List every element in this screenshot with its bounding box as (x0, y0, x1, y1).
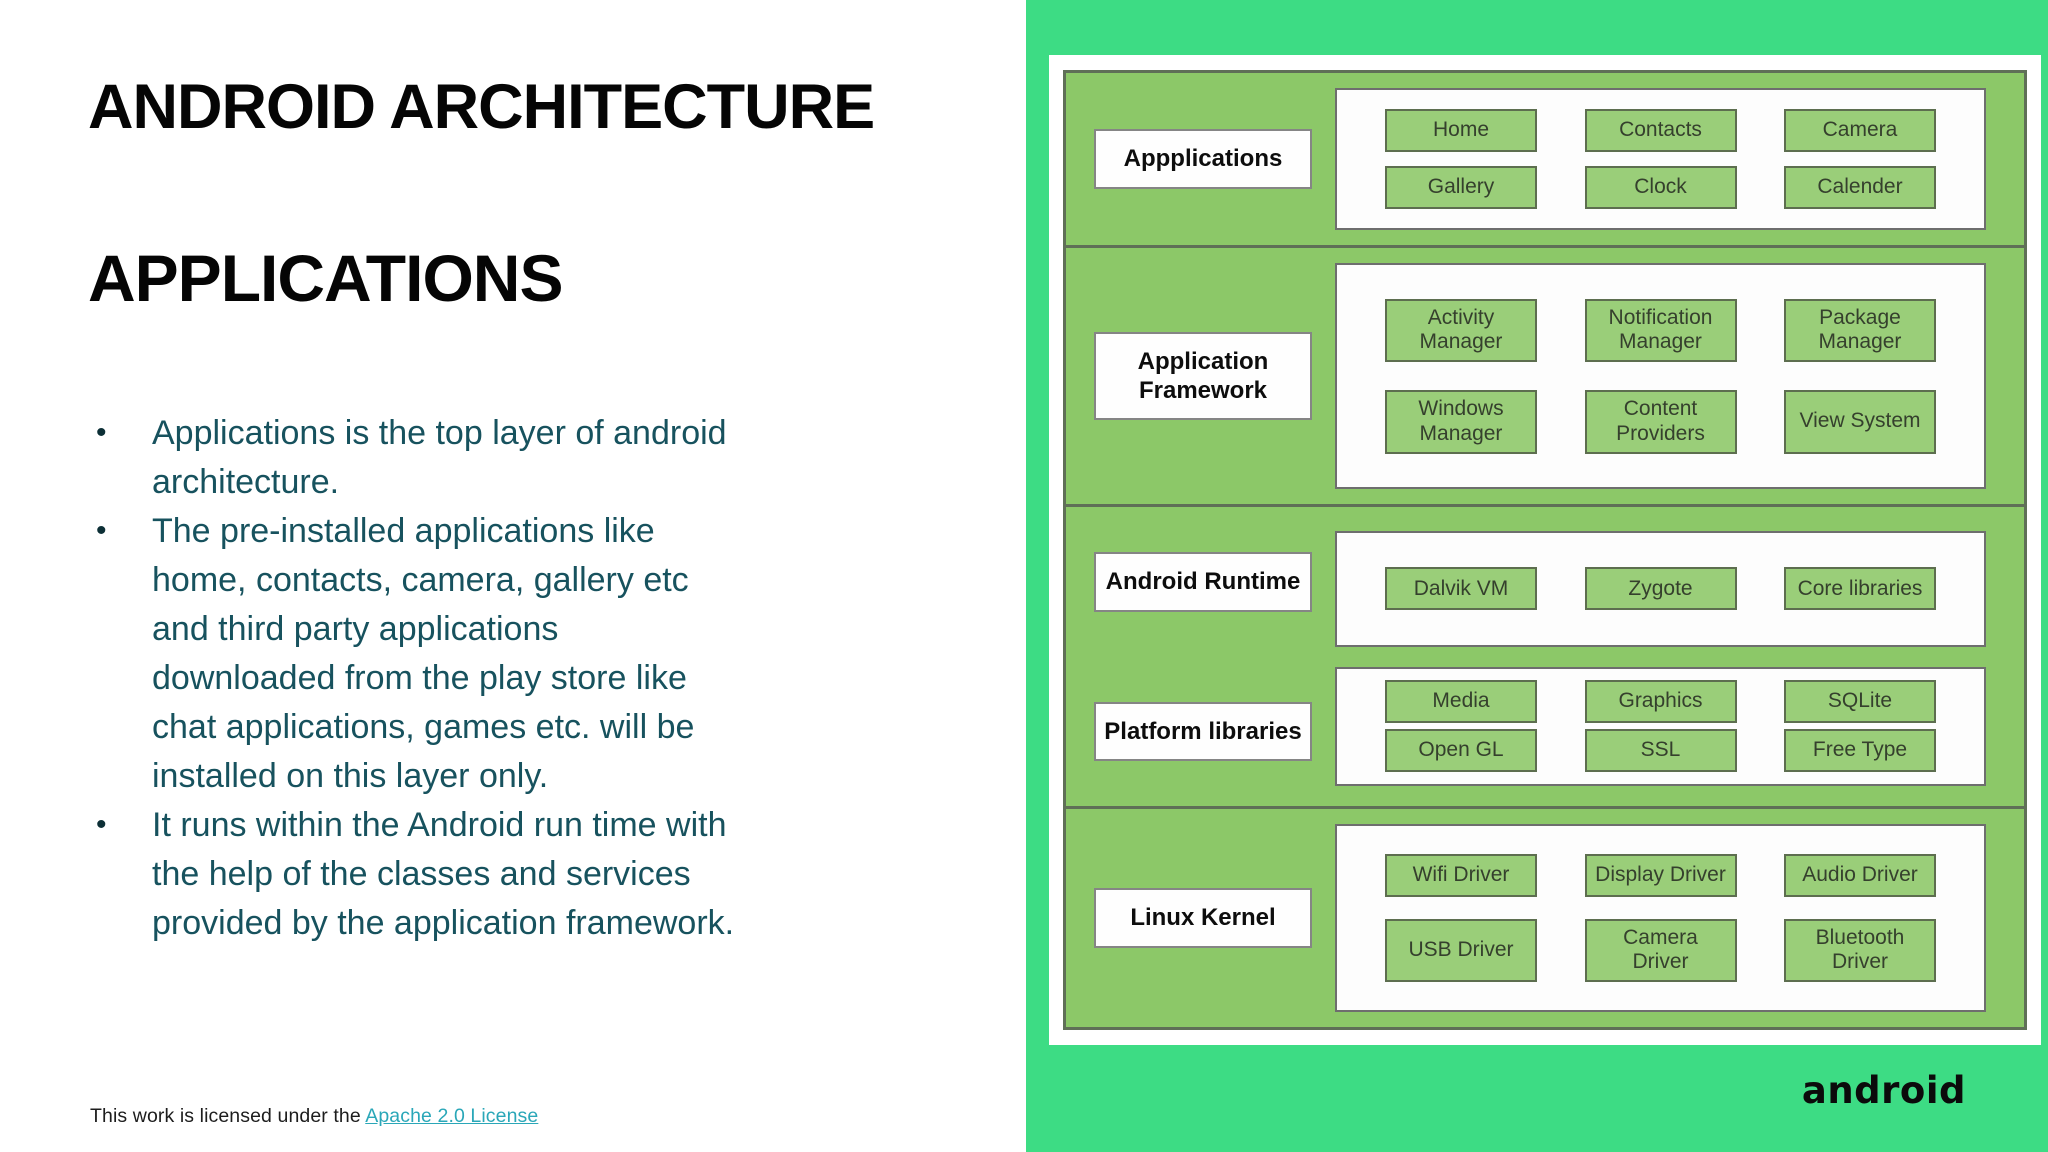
component-box-zygote: Zygote (1584, 567, 1737, 611)
component-box-bluetooth-driver: Bluetooth Driver (1784, 918, 1936, 983)
bullet-marker: • (96, 808, 107, 842)
box-row: Media Graphics SQLite (1385, 680, 1936, 724)
box-row: Activity Manager Notification Manager Pa… (1385, 298, 1936, 363)
page-title: ANDROID ARCHITECTURE (88, 72, 875, 142)
bullet-item: • Applications is the top layer of andro… (88, 409, 748, 507)
box-row: USB Driver Camera Driver Bluetooth Drive… (1385, 918, 1936, 983)
slide-subtitle: APPLICATIONS (88, 241, 563, 316)
slide-left-panel: ANDROID ARCHITECTURE APPLICATIONS • Appl… (88, 72, 876, 1128)
box-row: Windows Manager Content Providers View S… (1385, 389, 1936, 454)
slide-right-panel: Appplications Home Contacts Camera Galle… (1026, 0, 2048, 1152)
component-box-activity-manager: Activity Manager (1385, 298, 1537, 363)
bullet-item: • The pre-installed applications like ho… (88, 507, 748, 801)
component-box-display-driver: Display Driver (1584, 853, 1737, 897)
layer-row: Platform libraries Media Graphics SQLite… (1066, 657, 2024, 806)
component-box-sqlite: SQLite (1784, 680, 1936, 724)
component-box-audio-driver: Audio Driver (1784, 853, 1936, 897)
component-box-view-system: View System (1784, 389, 1936, 454)
layer-section-runtime-libraries: Android Runtime Dalvik VM Zygote Core li… (1066, 507, 2024, 809)
component-box-core-libraries: Core libraries (1784, 567, 1936, 611)
bullet-text: The pre-installed applications like home… (152, 512, 695, 796)
layer-label-android-runtime: Android Runtime (1094, 552, 1312, 612)
component-box-media: Media (1385, 680, 1537, 724)
panel-platform-libraries: Media Graphics SQLite Open GL SSL Free T… (1335, 666, 1986, 786)
component-box-clock: Clock (1584, 165, 1737, 209)
component-box-ssl: SSL (1584, 729, 1737, 773)
box-row: Gallery Clock Calender (1385, 165, 1936, 209)
box-row: Open GL SSL Free Type (1385, 729, 1936, 773)
layer-row: Android Runtime Dalvik VM Zygote Core li… (1066, 507, 2024, 656)
component-box-calender: Calender (1784, 165, 1936, 209)
box-row: Wifi Driver Display Driver Audio Driver (1385, 853, 1936, 897)
architecture-diagram: Appplications Home Contacts Camera Galle… (1049, 55, 2041, 1045)
bullet-marker: • (96, 514, 107, 548)
component-box-camera-driver: Camera Driver (1584, 918, 1737, 983)
panel-linux-kernel: Wifi Driver Display Driver Audio Driver … (1335, 823, 1986, 1012)
layer-label-linux-kernel: Linux Kernel (1094, 888, 1312, 948)
component-box-content-providers: Content Providers (1584, 389, 1737, 454)
component-box-notification-manager: Notification Manager (1584, 298, 1737, 363)
layer-label-platform-libraries: Platform libraries (1094, 701, 1312, 761)
component-box-home: Home (1385, 109, 1537, 153)
layer-section-application-framework: Application Framework Activity Manager N… (1066, 248, 2024, 508)
component-box-wifi-driver: Wifi Driver (1385, 853, 1537, 897)
bullet-marker: • (96, 416, 107, 450)
box-row: Home Contacts Camera (1385, 109, 1936, 153)
component-box-contacts: Contacts (1584, 109, 1737, 153)
panel-application-framework: Activity Manager Notification Manager Pa… (1335, 262, 1986, 490)
component-box-graphics: Graphics (1584, 680, 1737, 724)
layer-row: Application Framework Activity Manager N… (1066, 248, 2024, 504)
bullet-item: • It runs within the Android run time wi… (88, 801, 748, 948)
panel-applications: Home Contacts Camera Gallery Clock Calen… (1335, 88, 1986, 230)
layer-section-applications: Appplications Home Contacts Camera Galle… (1066, 73, 2024, 248)
panel-android-runtime: Dalvik VM Zygote Core libraries (1335, 531, 1986, 647)
bullet-text: It runs within the Android run time with… (152, 806, 735, 942)
layer-row: Appplications Home Contacts Camera Galle… (1066, 73, 2024, 245)
box-row: Dalvik VM Zygote Core libraries (1385, 567, 1936, 611)
component-box-package-manager: Package Manager (1784, 298, 1936, 363)
bullet-text: Applications is the top layer of android… (152, 414, 727, 502)
layer-label-applications: Appplications (1094, 129, 1312, 189)
component-box-free-type: Free Type (1784, 729, 1936, 773)
license-note: This work is licensed under the Apache 2… (90, 1105, 538, 1128)
apache-license-link[interactable]: Apache 2.0 License (365, 1105, 539, 1127)
license-text: This work is licensed under the (90, 1105, 366, 1127)
layer-section-linux-kernel: Linux Kernel Wifi Driver Display Driver … (1066, 809, 2024, 1027)
component-box-open-gl: Open GL (1385, 729, 1537, 773)
diagram-outer-border: Appplications Home Contacts Camera Galle… (1063, 70, 2027, 1030)
component-box-camera: Camera (1784, 109, 1936, 153)
component-box-dalvik-vm: Dalvik VM (1385, 567, 1537, 611)
component-box-windows-manager: Windows Manager (1385, 389, 1537, 454)
android-logo: android (1801, 1069, 1966, 1112)
layer-row: Linux Kernel Wifi Driver Display Driver … (1066, 809, 2024, 1027)
component-box-gallery: Gallery (1385, 165, 1537, 209)
layer-label-application-framework: Application Framework (1094, 331, 1312, 421)
bullet-list: • Applications is the top layer of andro… (88, 409, 748, 947)
component-box-usb-driver: USB Driver (1385, 918, 1537, 983)
